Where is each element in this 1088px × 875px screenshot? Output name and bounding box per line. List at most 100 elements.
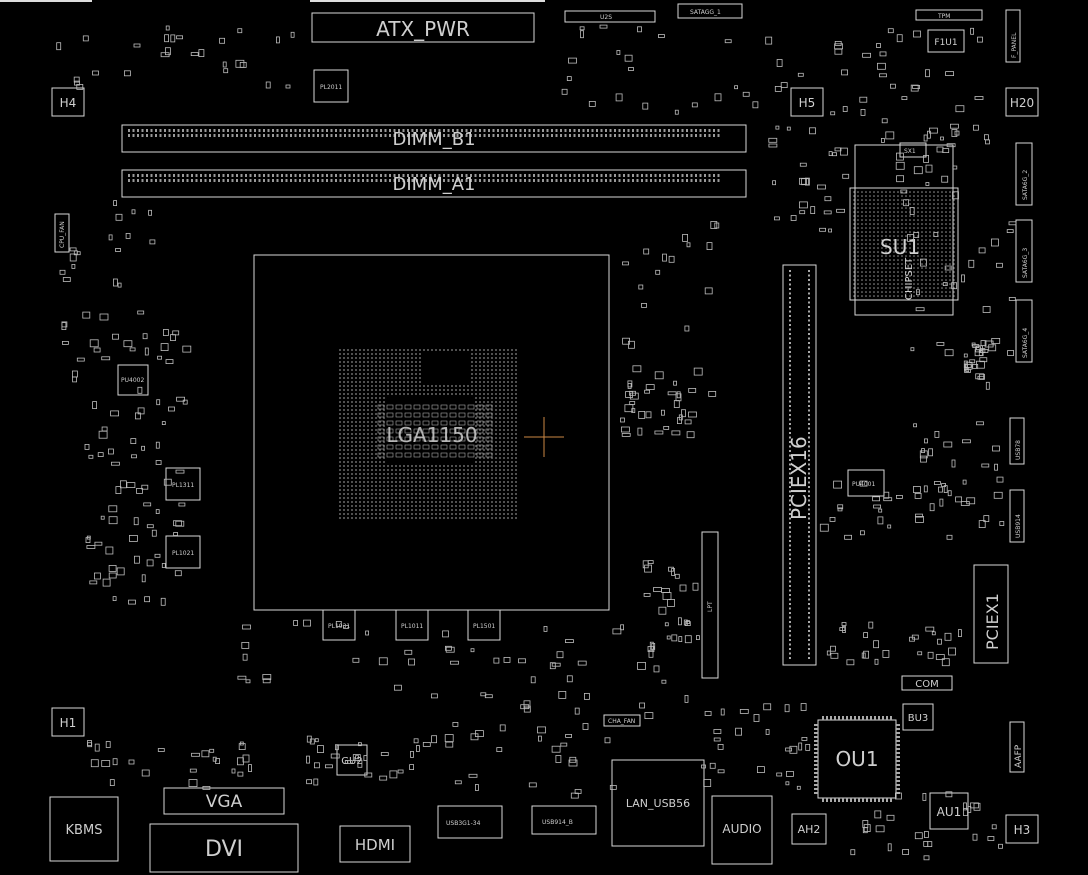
com-label: COM (915, 679, 938, 690)
pu4001-label: PU4001 (852, 481, 875, 488)
chipset-label: CHIPSET (904, 257, 915, 300)
f-panel-label: F_PANEL (1011, 32, 1018, 58)
ah2-label: AH2 (798, 823, 821, 836)
cpu-socket-pins (339, 349, 517, 519)
bu3-label: BU3 (908, 713, 929, 724)
tpm-label: TPM (937, 13, 950, 20)
pciex16-pins (789, 270, 810, 659)
pl2011-label: PL2011 (320, 84, 342, 91)
ou1-pins (814, 716, 900, 802)
pu4001-chip (847, 469, 885, 497)
cpu-fan-header (54, 213, 70, 253)
aafp-header (1009, 721, 1025, 773)
pl1011-inductor (395, 609, 429, 641)
mount-hole-h3 (1005, 814, 1039, 844)
hdmi-label: HDMI (355, 836, 395, 854)
sata6g-4-label: SATA6G_4 (1022, 328, 1029, 358)
dimm-b1-slot (121, 124, 747, 153)
pl1031-inductor (322, 609, 356, 641)
pl1501-inductor (467, 609, 501, 641)
atx-pwr-connector (311, 12, 535, 43)
sata6g-3-label: SATA6G_3 (1022, 248, 1029, 278)
tpm-header (915, 9, 983, 21)
vga-port (163, 787, 285, 815)
pl1011-label: PL1011 (401, 623, 423, 630)
pl1311-label: PL1311 (172, 482, 194, 489)
lpt-label: LPT (707, 601, 714, 612)
cpu-socket-outline (253, 254, 610, 611)
pl1501-label: PL1501 (473, 623, 495, 630)
dimm-a1-label: DIMM_A1 (393, 174, 476, 195)
ou1-label: OU1 (835, 747, 878, 771)
pl1021-inductor (165, 535, 201, 569)
pu4002-chip (117, 364, 149, 396)
atx-pwr-label: ATX_PWR (376, 17, 470, 41)
u2s-label: U2S (600, 14, 612, 21)
audio-jacks (711, 795, 773, 865)
u2s-connector (564, 10, 656, 23)
satagg-label: SATAGG_1 (690, 9, 721, 16)
socket-crosshair (524, 417, 564, 457)
hdmi-port (339, 825, 411, 863)
pl1021-label: PL1021 (172, 550, 194, 557)
cha-fan-header (603, 714, 641, 727)
f1u1-chip (927, 29, 965, 53)
dvi-port (149, 823, 299, 873)
dimm-a1-slot (121, 169, 747, 198)
chipset-su1 (849, 187, 959, 301)
usb3g1-34-header (437, 805, 503, 839)
usb78-header (1009, 417, 1025, 465)
dimm-pins (128, 129, 720, 182)
sx1-crystal (899, 142, 927, 158)
usb3g1-34-label: USB3G1-34 (446, 820, 481, 827)
lan-usb56-port (611, 759, 705, 847)
f-panel-header (1005, 9, 1021, 63)
pciex16-label: PCIEX16 (787, 436, 811, 520)
sata6g-4-connector (1015, 299, 1033, 363)
mount-hole-h4 (51, 87, 85, 117)
dimm-b1-label: DIMM_B1 (392, 129, 475, 150)
cha-fan-label: CHA_FAN (608, 718, 635, 725)
cpu-fan-label: CPU_FAN (59, 221, 66, 248)
ou1-chip (817, 719, 897, 799)
satagg-connector (677, 3, 743, 19)
pu4002-label: PU4002 (121, 377, 144, 384)
sata6g-3-connector (1015, 219, 1033, 283)
sata6g-2-label: SATA6G_2 (1022, 170, 1029, 200)
su1-label: SU1 (880, 235, 920, 259)
pl1311-inductor (165, 467, 201, 501)
mount-hole-h1 (51, 707, 85, 737)
small-components (56, 24, 1017, 861)
pciex1-label: PCIEX1 (983, 593, 1002, 650)
h20-label: H20 (1010, 96, 1034, 110)
kbms-port (49, 796, 119, 862)
usb78-label: USB78 (1015, 440, 1022, 460)
mount-hole-h5 (790, 87, 824, 117)
h4-label: H4 (60, 96, 77, 110)
sata6g-2-connector (1015, 142, 1033, 206)
usb914-header (1009, 489, 1025, 543)
dvi-label: DVI (205, 837, 243, 862)
com-header (901, 675, 953, 691)
chipset-area (854, 144, 954, 316)
au1-label: AU1 (937, 805, 962, 819)
lpt-header (701, 531, 719, 679)
h1-label: H1 (60, 716, 77, 730)
kbms-label: KBMS (66, 823, 103, 838)
chipset-pins (853, 191, 955, 297)
pciex1-slot (973, 564, 1009, 664)
usb914-b-header (531, 805, 597, 835)
h5-label: H5 (799, 96, 816, 110)
audio-label: AUDIO (722, 822, 761, 836)
lan-usb56-label: LAN_USB56 (626, 797, 690, 810)
usb914-b-label: USB914_B (542, 819, 573, 826)
usb914-label: USB914 (1015, 514, 1022, 538)
pciex16-slot (782, 264, 817, 666)
lga1150-label: LGA1150 (386, 423, 477, 447)
h3-label: H3 (1014, 823, 1031, 837)
bu3-chip (902, 703, 934, 731)
vga-label: VGA (206, 792, 243, 812)
f1u1-label: F1U1 (934, 38, 957, 48)
aafp-label: AAFP (1014, 744, 1024, 768)
